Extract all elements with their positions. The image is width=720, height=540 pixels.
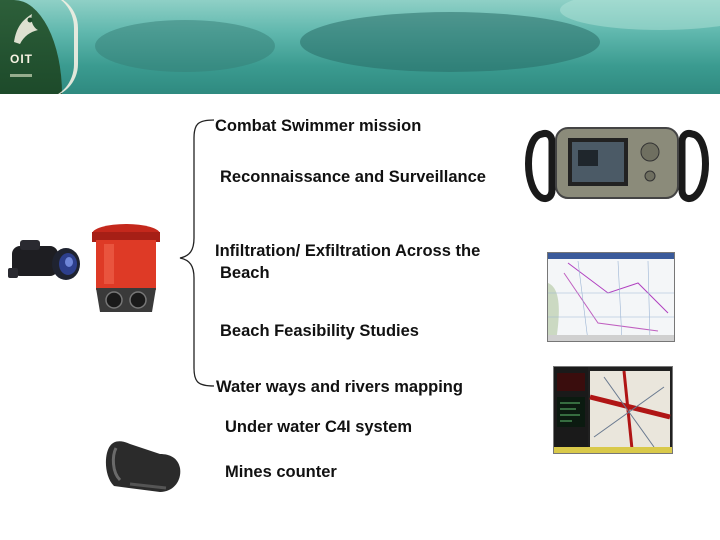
- mine-detector-icon: [105, 441, 181, 492]
- navigation-map-screenshot-icon: [547, 252, 675, 342]
- mission-reconnaissance: Reconnaissance and Surveillance: [220, 168, 486, 186]
- mission-combat-swimmer: Combat Swimmer mission: [215, 117, 422, 135]
- header-banner: OIT: [0, 0, 720, 94]
- red-sonar-device-icon: [92, 224, 160, 312]
- c4i-display-screenshot-icon: [553, 366, 673, 454]
- mission-mines-counter: Mines counter: [225, 463, 337, 481]
- handheld-display-icon: [525, 127, 709, 202]
- night-vision-scope-icon: [8, 240, 80, 280]
- logo-subtitle-bar: [10, 74, 32, 77]
- banner-diver-shape: [95, 20, 275, 72]
- banner-diver-shape: [300, 12, 600, 72]
- logo-emblem-icon: [14, 14, 38, 44]
- logo-text: OIT: [10, 52, 33, 66]
- mission-bracket: [179, 119, 215, 387]
- mission-beach-feasibility: Beach Feasibility Studies: [220, 322, 419, 340]
- logo-arc: [44, 0, 78, 94]
- banner-light-ripple: [560, 0, 720, 30]
- mission-c4i-system: Under water C4I system: [225, 418, 413, 436]
- mission-infiltration-cont: Beach: [220, 264, 270, 282]
- mission-infiltration: Infiltration/ Exfiltration Across the: [215, 242, 481, 260]
- mission-waterways-mapping: Water ways and rivers mapping: [216, 378, 463, 396]
